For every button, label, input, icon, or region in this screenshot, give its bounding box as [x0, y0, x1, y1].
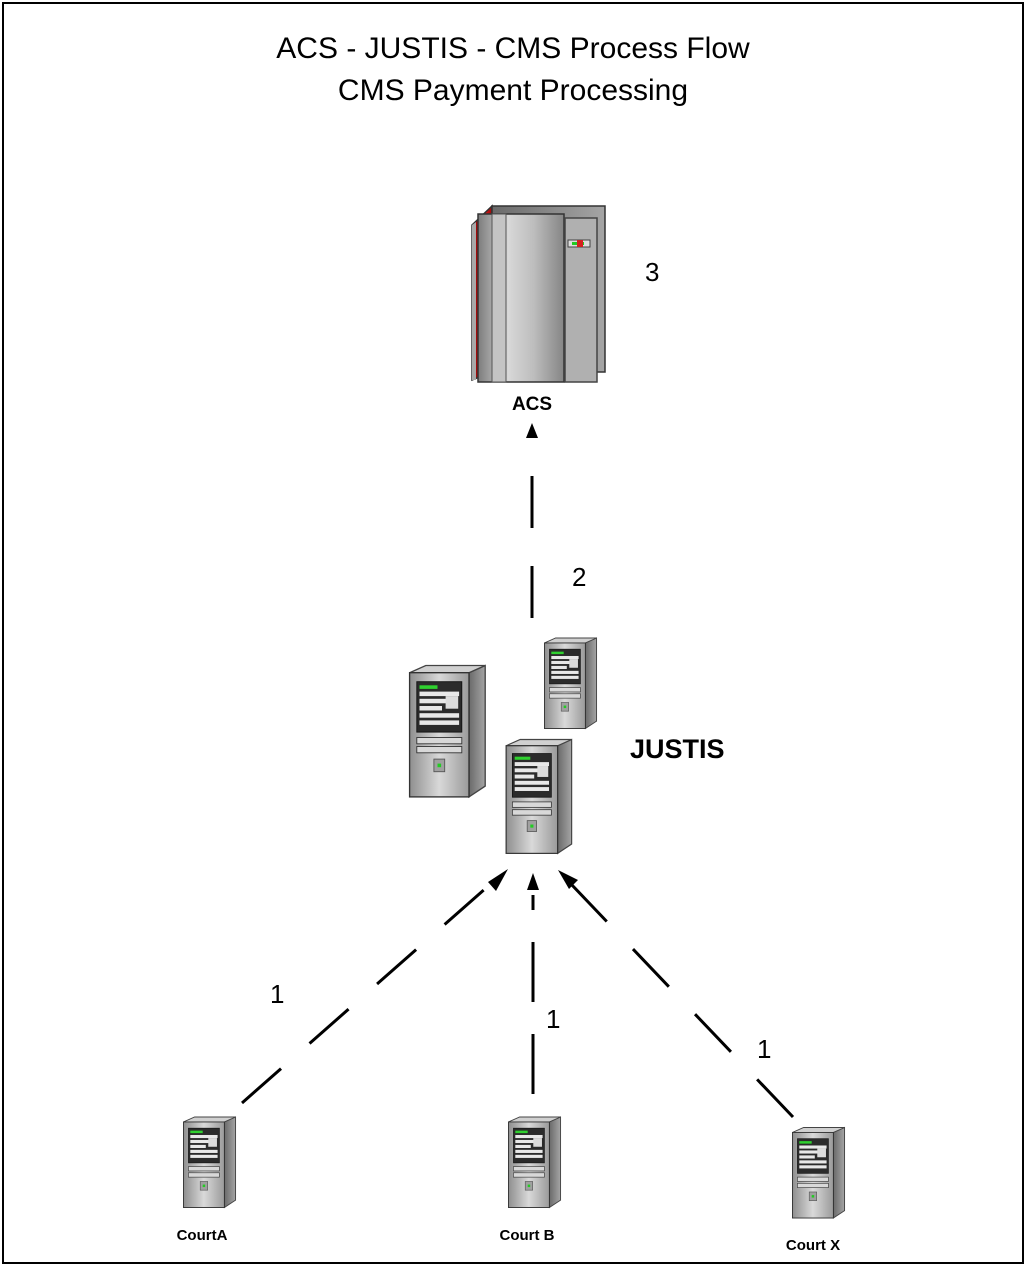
- arrow-court-a-to-justis: [241, 869, 508, 1105]
- justis-label: JUSTIS: [630, 734, 725, 764]
- court-b-server-icon: [507, 1116, 562, 1209]
- acs-label: ACS: [512, 394, 552, 415]
- diagram-title: ACS - JUSTIS - CMS Process Flow: [276, 32, 750, 65]
- court-b-label: Court B: [500, 1227, 555, 1244]
- arrow-justis-to-acs: [526, 423, 538, 618]
- step-3-label: 3: [645, 257, 659, 287]
- court-a-server-icon: [182, 1116, 237, 1209]
- justis-server-icon: [408, 637, 598, 854]
- step-1-label-court-b: 1: [546, 1004, 560, 1034]
- step-1-label-court-x: 1: [757, 1034, 771, 1064]
- court-x-label: Court X: [786, 1237, 840, 1254]
- arrow-court-b-to-justis: [527, 873, 539, 1094]
- arrow-court-x-to-justis: [558, 870, 795, 1119]
- acs-mainframe-icon: [471, 204, 606, 383]
- diagram-subtitle: CMS Payment Processing: [337, 74, 689, 107]
- step-2-label: 2: [572, 562, 586, 592]
- court-a-label: CourtA: [177, 1227, 228, 1244]
- court-x-server-icon: [791, 1126, 846, 1219]
- step-1-label-court-a: 1: [270, 979, 284, 1009]
